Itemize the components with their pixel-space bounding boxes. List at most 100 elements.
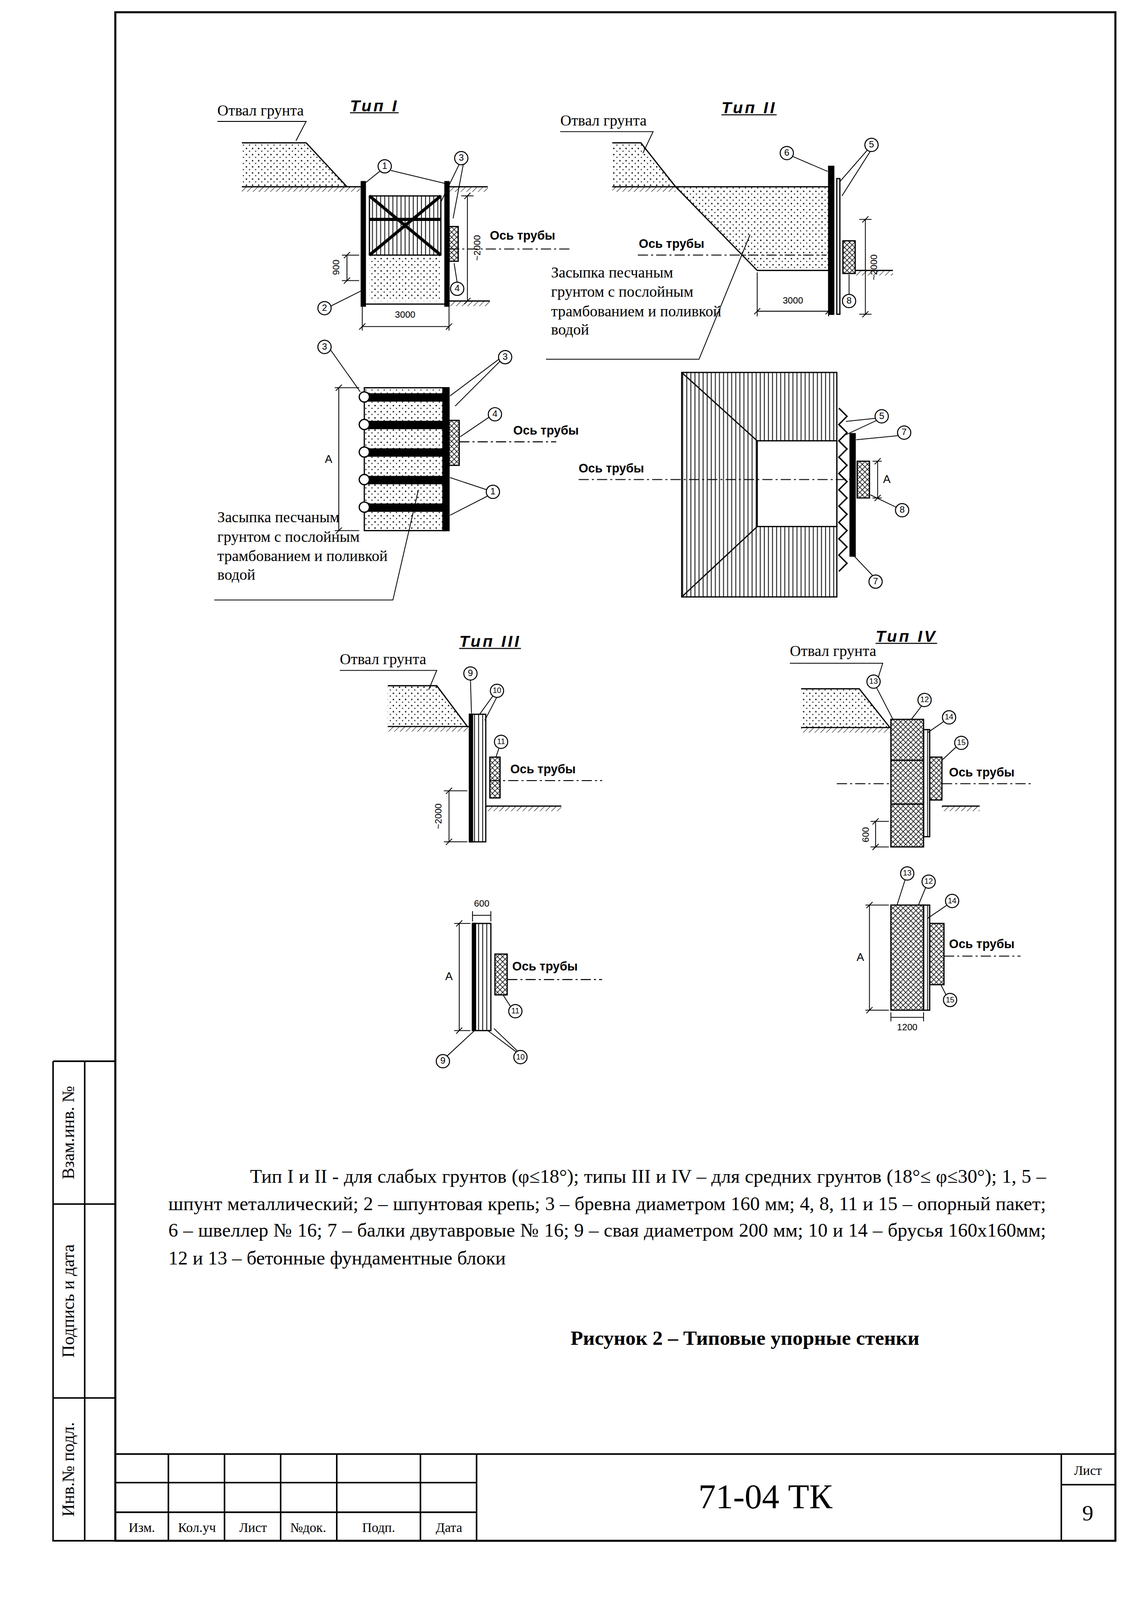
dimension: ~2000 [434, 803, 444, 830]
type-1-plan [364, 504, 447, 512]
dimension: A [445, 971, 453, 983]
type-1-plan [364, 421, 447, 429]
type-4-plan [929, 923, 944, 985]
type-1-section [369, 255, 441, 302]
type-1-section [241, 142, 347, 187]
type-4-plan [890, 1012, 924, 1022]
type-heading: Тип I [350, 96, 399, 116]
type-2-section [675, 186, 829, 271]
type-1-plan [364, 476, 447, 484]
type-3-section [387, 685, 468, 727]
type-2-section [637, 254, 827, 256]
callout-number: 3 [321, 342, 327, 352]
callout-number: 8 [846, 296, 852, 306]
dimension: 900 [332, 259, 342, 276]
type-1-section [330, 164, 464, 307]
type-1-section [449, 186, 489, 192]
type-3-section [387, 685, 468, 727]
type-1-section [241, 186, 361, 192]
type-1-plan [459, 441, 557, 443]
callout-circle [780, 146, 794, 160]
callout-number: 9 [467, 668, 473, 678]
callout-circle [463, 667, 478, 681]
type-2-section [546, 234, 751, 360]
callout-circle [490, 684, 504, 698]
type-2-plan [757, 441, 837, 527]
type-2-plan [681, 372, 757, 598]
dimension: 1200 [897, 1023, 918, 1033]
type-2-plan [838, 408, 847, 572]
type-3-section [469, 714, 486, 842]
title-cell: Дата [435, 1521, 463, 1535]
title-cell: Лист [239, 1521, 268, 1535]
type-2-section [836, 178, 841, 315]
type-3-plan [472, 923, 491, 1031]
title-cell: №док. [290, 1521, 326, 1535]
type-4-section [870, 818, 889, 851]
title-cell: Подп. [362, 1521, 395, 1535]
dimension: 600 [861, 827, 872, 843]
dimension: 3000 [394, 310, 416, 321]
type-3-plan [472, 923, 476, 1031]
type-4-section [801, 688, 890, 728]
callout-circle [954, 736, 968, 750]
callout-number: 10 [516, 1053, 526, 1061]
type-2-section [560, 131, 653, 153]
callout-number: 7 [901, 428, 907, 438]
type-2-plan [578, 372, 899, 598]
callout-number: 4 [492, 409, 498, 419]
type-3-plan [446, 911, 603, 1056]
stamp-label: Инв.№ подл. [59, 1422, 78, 1517]
dimension: 600 [473, 899, 490, 909]
type-3-plan [454, 920, 471, 1034]
type-2-plan [850, 433, 856, 557]
type-1-plan [359, 502, 370, 513]
dimension: A [882, 473, 891, 486]
type-3-plan [507, 979, 603, 981]
dump-label: Отвал грунта [217, 102, 304, 120]
callout-circle [900, 866, 914, 881]
type-4-section [801, 688, 890, 728]
callout-number: 12 [924, 877, 934, 886]
callout-circle [454, 151, 468, 165]
type-2-section [792, 150, 871, 295]
type-1-section [369, 195, 441, 256]
type-1-section [362, 303, 450, 305]
sheet-number: 9 [1082, 1502, 1094, 1525]
type-1-section [361, 181, 366, 307]
callout-circle [866, 675, 881, 689]
legend-note: Тип I и II - для слабых грунтов (φ≤18°);… [168, 1163, 1046, 1272]
type-heading: Тип II [721, 99, 777, 118]
dump-label: Отвал грунта [339, 651, 426, 669]
type-1-plan [449, 420, 460, 466]
callout-circle [942, 710, 956, 725]
callout-number: 13 [903, 869, 912, 878]
dimension: A [325, 453, 333, 466]
type-1-plan [214, 489, 419, 600]
type-2-plan [857, 461, 870, 498]
type-3-section [339, 670, 437, 690]
callout-circle [868, 575, 883, 589]
type-2-section [612, 142, 676, 187]
stamp-label: Взам.инв. № [59, 1086, 78, 1180]
type-1-section [359, 306, 452, 331]
axis-label: Ось трубы [578, 461, 644, 476]
type-2-section [612, 186, 676, 192]
type-1-plan [442, 387, 449, 531]
callout-circle [317, 301, 331, 316]
type-4-plan [923, 905, 930, 1011]
callout-number: 1 [490, 487, 496, 497]
type-heading: Тип III [459, 632, 521, 652]
type-4-section [876, 688, 956, 761]
callout-circle [945, 894, 959, 908]
dimension: ~2000 [472, 235, 483, 262]
title-cell: Изм. [128, 1521, 156, 1535]
callout-circle [513, 1050, 527, 1064]
type-4-plan [897, 879, 948, 996]
callout-number: 11 [497, 738, 505, 746]
type-1-section [449, 300, 490, 306]
callout-number: 1 [382, 161, 388, 171]
type-4-section [929, 757, 942, 801]
type-2-plan [578, 479, 852, 481]
type-4-section [836, 783, 1031, 785]
